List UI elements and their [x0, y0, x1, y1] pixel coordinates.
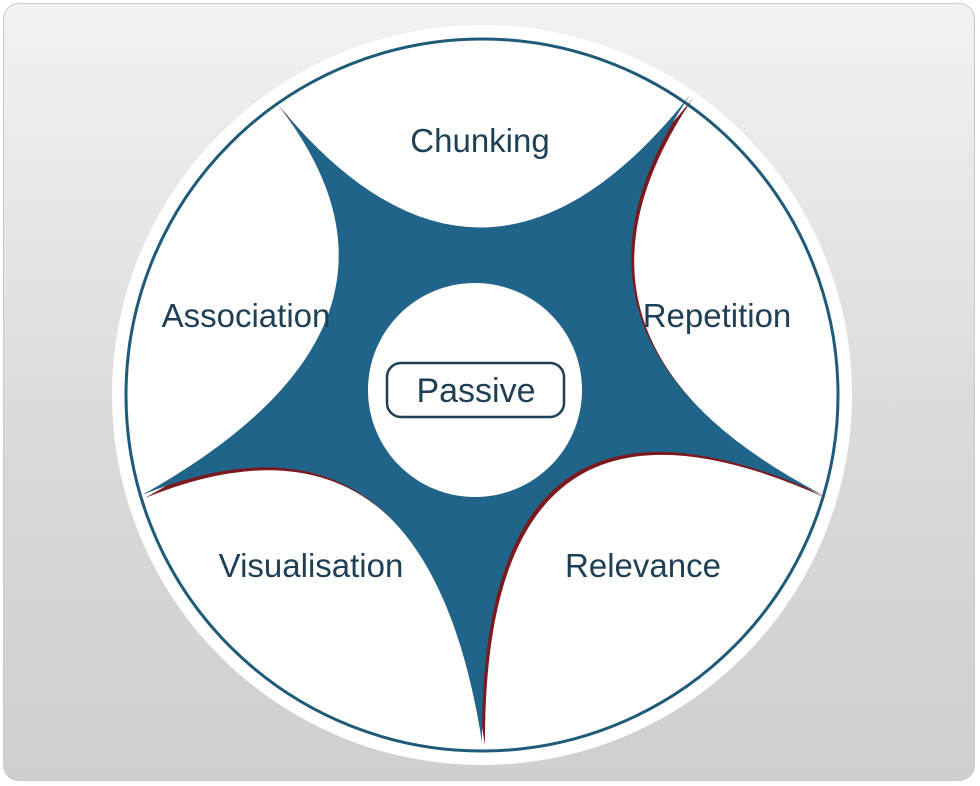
center-label: Passive [416, 372, 535, 410]
segment-label-association: Association [162, 297, 331, 334]
segment-label-visualisation: Visualisation [219, 547, 404, 584]
segment-label-repetition: Repetition [643, 297, 792, 334]
segment-label-relevance: Relevance [565, 547, 721, 584]
center-label-box [385, 361, 566, 419]
segment-label-chunking: Chunking [410, 122, 549, 159]
